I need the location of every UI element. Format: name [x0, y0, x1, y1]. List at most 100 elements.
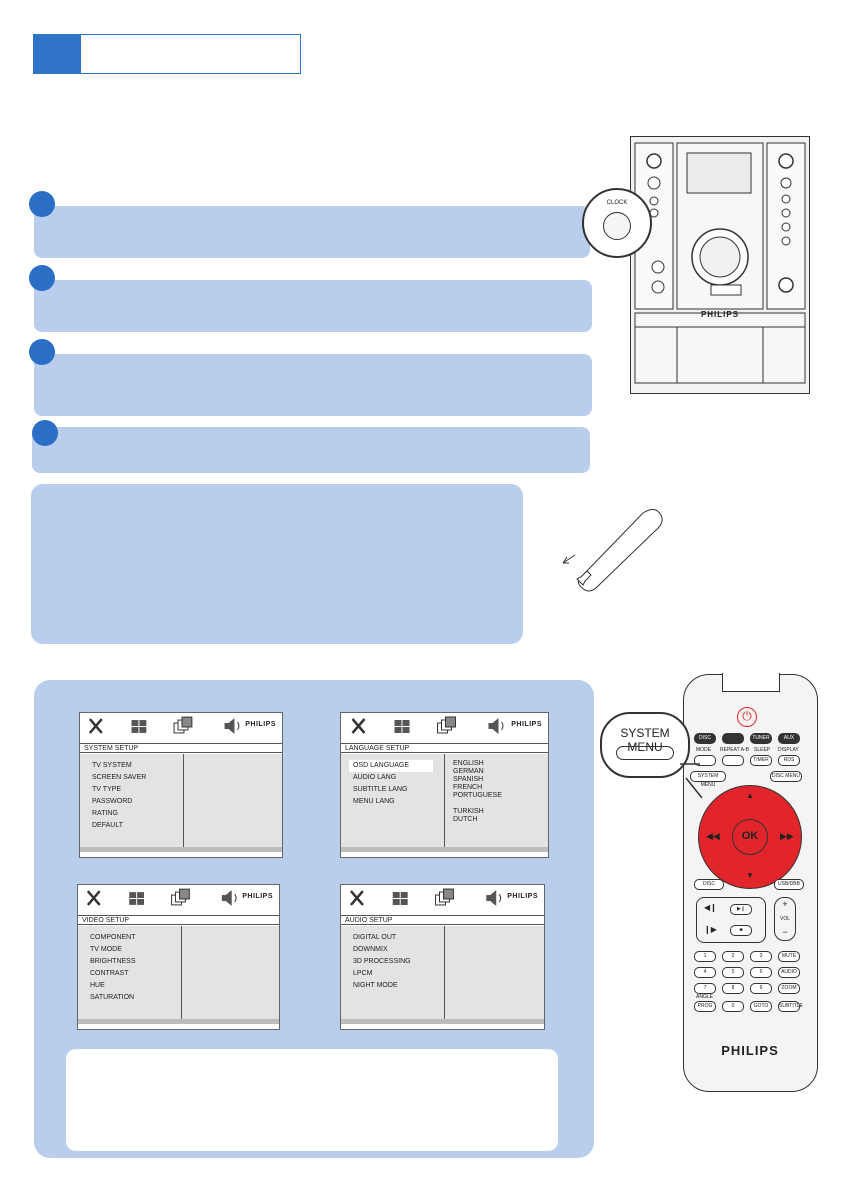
power-button: ⏻	[737, 707, 757, 727]
num-button: 0	[722, 1001, 744, 1012]
arrow-up-icon: ▲	[746, 791, 754, 800]
screen-footer	[341, 1019, 544, 1024]
remote-brand: PHILIPS	[721, 1043, 779, 1058]
menu-item: DEFAULT	[92, 822, 123, 829]
remote-ir-window	[722, 673, 780, 692]
ok-button: OK	[732, 819, 768, 855]
menu-item-selected: OSD LANGUAGE	[349, 760, 433, 772]
option-item: ENGLISH	[453, 760, 484, 767]
step-2-bar	[34, 280, 592, 332]
sleep-label: SLEEP	[754, 747, 771, 753]
menu-item: AUDIO LANG	[353, 774, 397, 781]
zoom-pointer-lines	[680, 763, 703, 799]
next-icon: ❙▶	[704, 925, 717, 934]
menu-item: NIGHT MODE	[353, 982, 398, 989]
stereo-system-illustration: PHILIPS	[630, 136, 810, 394]
screen-title: VIDEO SETUP	[78, 915, 279, 925]
system-setup-screen: PHILIPS SYSTEM SETUP TV SYSTEM SCREEN SA…	[79, 712, 283, 858]
screen-body: TV SYSTEM SCREEN SAVER TV TYPE PASSWORD …	[80, 754, 282, 852]
system-menu-button-zoom: SYSTEM MENU	[600, 712, 690, 778]
step-1-marker	[29, 191, 55, 217]
section-number-tab	[33, 34, 81, 74]
angle-label: ANGLE	[696, 994, 713, 1000]
zoom-button: ZOOM	[778, 983, 800, 994]
disc-menu-button: DISC MENU	[770, 771, 802, 782]
arrow-down-icon: ▼	[746, 871, 754, 880]
clock-button-icon	[603, 212, 631, 240]
system-menu-label: SYSTEM MENU	[620, 726, 670, 754]
menu-item: TV TYPE	[92, 786, 122, 793]
num-button: 5	[722, 967, 744, 978]
step-3-bar	[34, 354, 592, 416]
menu-item: MENU LANG	[353, 798, 395, 805]
repeat-button	[722, 755, 744, 766]
menu-item: SATURATION	[90, 994, 135, 1001]
screen-title: LANGUAGE SETUP	[341, 743, 548, 753]
note-panel	[31, 484, 523, 644]
menu-item: COMPONENT	[90, 934, 136, 941]
menu-item: TV SYSTEM	[92, 762, 132, 769]
mode-label: MODE	[696, 747, 711, 753]
usb-source-button	[722, 733, 744, 744]
screen-brand: PHILIPS	[242, 893, 273, 900]
option-item: SPANISH	[453, 776, 484, 783]
num-button: 2	[722, 951, 744, 962]
screen-divider	[181, 926, 182, 1024]
display-label: DISPLAY	[778, 747, 799, 753]
num-button: 9	[750, 983, 772, 994]
menu-item: RATING	[92, 810, 118, 817]
option-item: DUTCH	[453, 816, 478, 823]
transport-panel	[696, 897, 766, 943]
language-setup-screen: PHILIPS LANGUAGE SETUP OSD LANGUAGE AUDI…	[340, 712, 549, 858]
audio-button: AUDIO	[778, 967, 800, 978]
menu-item: BRIGHTNESS	[90, 958, 136, 965]
usb-dbb-button: USB/DBB	[774, 879, 804, 890]
num-button: 8	[722, 983, 744, 994]
screen-footer	[341, 847, 548, 852]
menu-item: PASSWORD	[92, 798, 133, 805]
prog-button: PROG	[694, 1001, 716, 1012]
subtitle-button: SUBTITLE	[778, 1001, 803, 1012]
stop-button: ■	[730, 925, 752, 936]
screen-divider	[444, 754, 445, 852]
goto-button: GOTO	[750, 1001, 772, 1012]
audio-setup-screen: PHILIPS AUDIO SETUP DIGITAL OUT DOWNMIX …	[340, 884, 545, 1030]
step-4-bar	[32, 427, 590, 473]
screen-divider	[444, 926, 445, 1024]
setup-menu-icons	[350, 888, 502, 906]
num-button: 7	[694, 983, 716, 994]
menu-item: TV MODE	[90, 946, 122, 953]
language-option-list: ENGLISH GERMAN SPANISH FRENCH PORTUGUESE…	[453, 760, 502, 824]
repeat-ab-label: REPEAT A-B	[720, 747, 749, 753]
menu-item: DOWNMIX	[353, 946, 388, 953]
menu-item: HUE	[90, 982, 105, 989]
option-item: PORTUGUESE	[453, 792, 502, 799]
option-item: FRENCH	[453, 784, 483, 791]
menu-note-box	[66, 1049, 558, 1151]
step-4-marker	[32, 420, 58, 446]
screen-body: OSD LANGUAGE AUDIO LANG SUBTITLE LANG ME…	[341, 754, 548, 852]
tuner-source-button: TUNER	[750, 733, 772, 744]
option-item: TURKISH	[453, 808, 484, 815]
stereo-body-drawing	[634, 142, 806, 384]
volume-rocker: + VOL−	[774, 897, 796, 941]
step-2-marker	[29, 265, 55, 291]
screen-body: COMPONENT TV MODE BRIGHTNESS CONTRAST HU…	[78, 926, 279, 1024]
remote-control-illustration: ⏻ DISC TUNER AUX MODE REPEAT A-B SLEEP D…	[683, 673, 818, 1092]
menu-item: SCREEN SAVER	[92, 774, 147, 781]
stereo-brand: PHILIPS	[700, 310, 740, 319]
step-1-bar	[34, 206, 590, 258]
menu-item: DIGITAL OUT	[353, 934, 397, 941]
screen-item-list: TV SYSTEM SCREEN SAVER TV TYPE PASSWORD …	[92, 760, 146, 832]
clock-label: CLOCK	[606, 200, 628, 206]
mute-button: MUTE	[778, 951, 800, 962]
setup-menu-icons	[88, 716, 240, 734]
screen-footer	[80, 847, 282, 852]
screen-brand: PHILIPS	[511, 721, 542, 728]
screen-title: SYSTEM SETUP	[80, 743, 282, 753]
forward-icon: ▶▶	[780, 831, 794, 841]
screen-footer	[78, 1019, 279, 1024]
mode-button	[694, 755, 716, 766]
aux-source-button: AUX	[778, 733, 800, 744]
system-menu-button-icon	[616, 746, 674, 760]
